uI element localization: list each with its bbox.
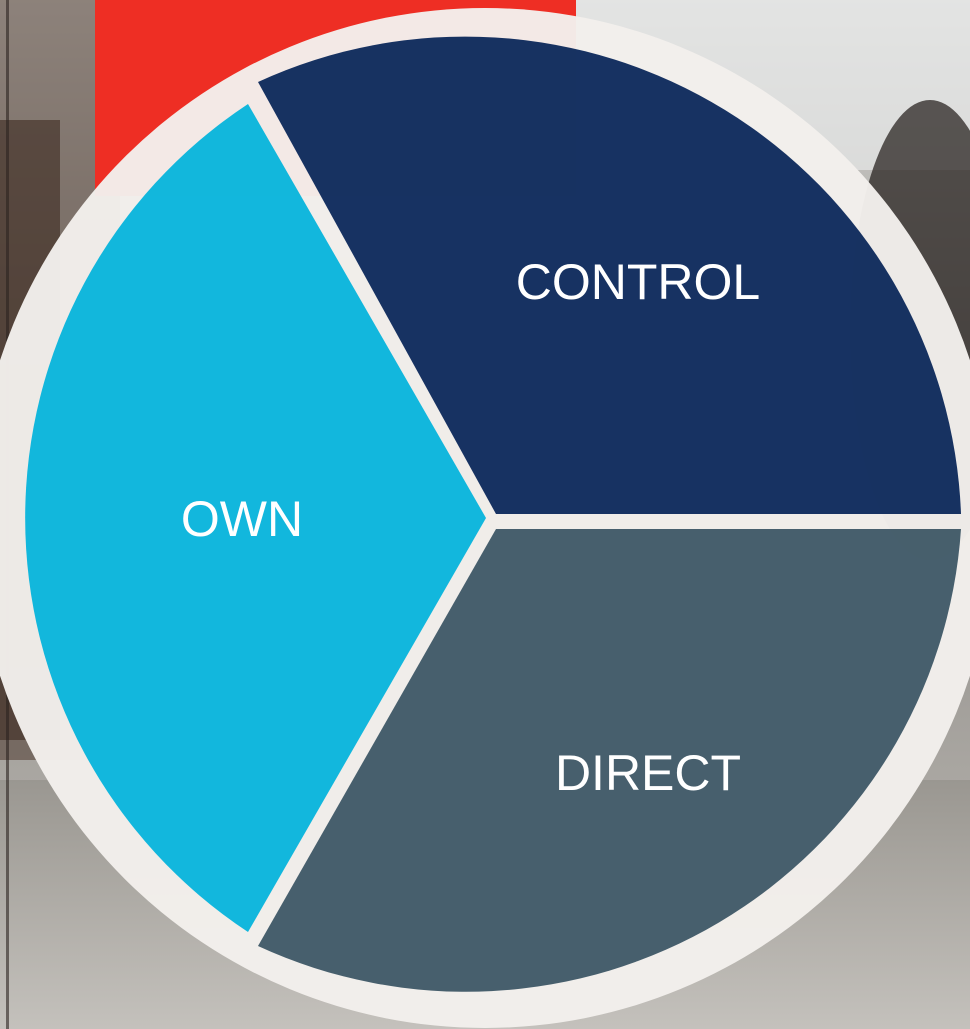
segment-label-direct: DIRECT xyxy=(555,745,741,801)
segment-label-own: OWN xyxy=(181,491,303,547)
segment-label-control: CONTROL xyxy=(516,254,760,310)
segment-direct xyxy=(258,529,961,992)
segment-own xyxy=(25,104,487,932)
segment-control xyxy=(258,36,961,514)
